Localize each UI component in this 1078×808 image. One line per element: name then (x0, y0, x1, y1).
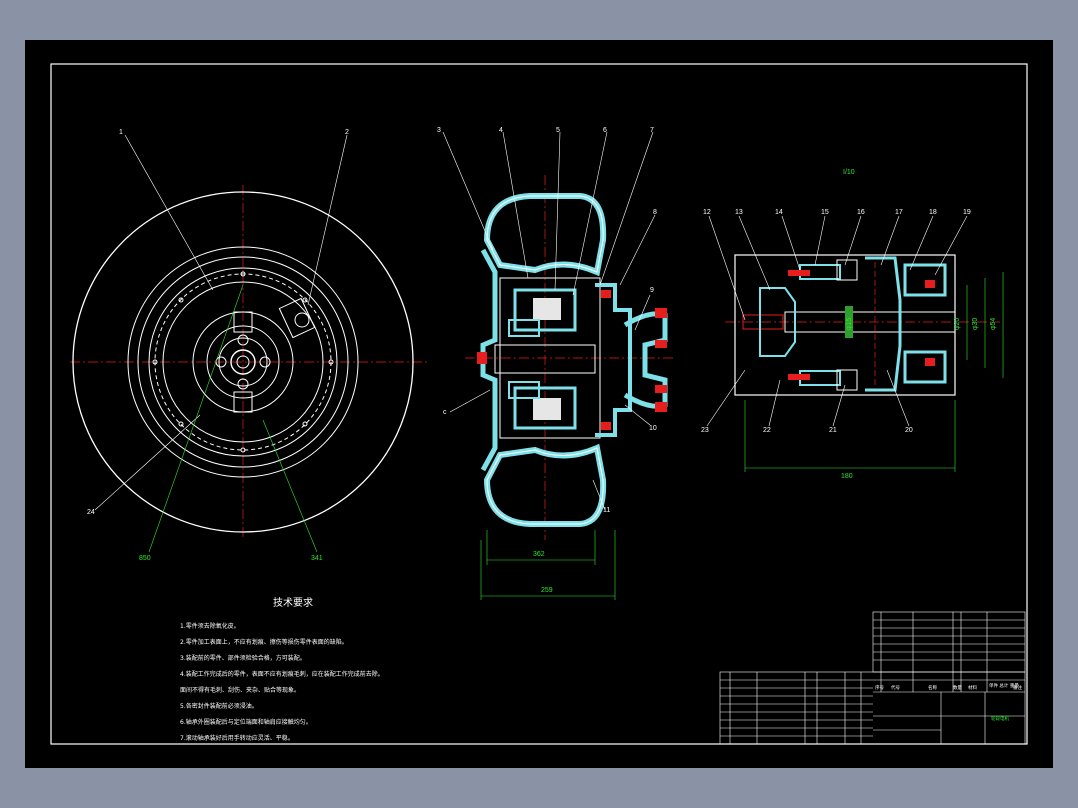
requirement-7: 7.滚动轴承装好后用手转动应灵活、平稳。 (180, 734, 294, 742)
drawing-name: 轮毂电机 (991, 715, 1009, 722)
title-block-text: 序号 代号 名称 数量 材料 单件 总计 重量 备注 轮毂电机 (875, 682, 1022, 722)
callout-18: 18 (929, 209, 937, 216)
callout-24: 24 (87, 509, 95, 516)
requirements-title: 技术要求 (273, 596, 313, 609)
callout-7: 7 (650, 127, 654, 134)
front-view-callouts: 1 2 24 850 341 (87, 129, 349, 562)
front-view-dim-leaders (148, 284, 318, 553)
header-material: 材料 (968, 684, 977, 691)
callout-850: 850 (139, 555, 151, 562)
header-code: 代号 (891, 684, 900, 691)
side-view-leaders (442, 131, 656, 511)
detail-view-leaders (706, 215, 968, 427)
callout-5: 5 (556, 127, 560, 134)
dim-h2: φ30 (972, 318, 979, 330)
detail-view: I/10 (725, 169, 1000, 396)
technical-requirements: 技术要求 1.零件须去除氧化皮。 2.零件加工表面上，不应有划痕、擦伤等损伤零件… (180, 596, 384, 742)
dim-h1: φ54 (990, 318, 997, 330)
callout-13: 13 (735, 209, 743, 216)
dim-h3: φ20 (954, 318, 961, 330)
callout-14: 14 (775, 209, 783, 216)
callout-19: 19 (963, 209, 971, 216)
dim-shaft: φ15 (846, 318, 853, 330)
callout-11: 11 (603, 507, 610, 514)
callout-23: 23 (701, 427, 709, 434)
requirement-6: 6.轴承外圈装配后与定位端面和轴肩应接触均匀。 (180, 718, 312, 726)
callout-21: 21 (829, 427, 837, 434)
cad-drawing-canvas: 1 2 24 850 341 (50, 63, 1028, 745)
header-seq: 序号 (875, 684, 884, 691)
header-name: 名称 (928, 684, 937, 691)
callout-9: 9 (650, 287, 654, 294)
side-view-dimensions (480, 530, 616, 600)
callout-17: 17 (895, 209, 903, 216)
requirement-3: 3.装配前的零件、部件须检验合格，方可装配。 (180, 654, 306, 662)
side-view-callouts: 3 4 5 6 7 8 9 10 11 c 362 259 (437, 127, 657, 594)
header-weight: 单件 总计 重量 (989, 682, 1019, 689)
callout-3: 3 (437, 127, 441, 134)
callout-6: 6 (603, 127, 607, 134)
drawing-sheet: 1 2 24 850 341 (25, 40, 1053, 768)
callout-12: 12 (703, 209, 711, 216)
header-remarks: 备注 (1013, 684, 1022, 691)
requirement-2: 2.零件加工表面上，不应有划痕、擦伤等损伤零件表面的缺陷。 (180, 638, 348, 646)
parts-list (719, 611, 1026, 745)
requirement-4: 4.装配工作完成后的零件，表面不应有划痕毛刺，应在装配工作完成前去除。 (180, 670, 384, 678)
dim-inner: 362 (533, 551, 545, 558)
callout-4: 4 (499, 127, 503, 134)
dim-outer: 259 (541, 587, 553, 594)
callout-c: c (443, 409, 447, 416)
callout-1: 1 (119, 129, 123, 136)
callout-15: 15 (821, 209, 829, 216)
callout-341: 341 (311, 555, 323, 562)
header-qty: 数量 (953, 684, 962, 691)
detail-view-dimensions (744, 272, 1004, 472)
callout-2: 2 (345, 129, 349, 136)
front-view-leaders (94, 134, 348, 511)
detail-view-callouts: 12 13 14 15 16 17 18 19 20 21 22 23 180 … (701, 209, 997, 480)
requirement-1: 1.零件须去除氧化皮。 (180, 622, 240, 630)
front-view (70, 185, 430, 540)
callout-16: 16 (857, 209, 865, 216)
side-section-view (465, 175, 675, 540)
callout-20: 20 (905, 427, 913, 434)
callout-10: 10 (649, 425, 657, 432)
detail-title: I/10 (843, 169, 855, 176)
dim-width: 180 (841, 473, 853, 480)
callout-22: 22 (763, 427, 771, 434)
requirement-5: 5.各密封件装配前必须浸油。 (180, 702, 258, 710)
callout-8: 8 (653, 209, 657, 216)
requirement-4b: 面间不得有毛刺、刮伤、夹杂、贴合等现象。 (180, 686, 300, 694)
sheet-border (50, 63, 1028, 745)
